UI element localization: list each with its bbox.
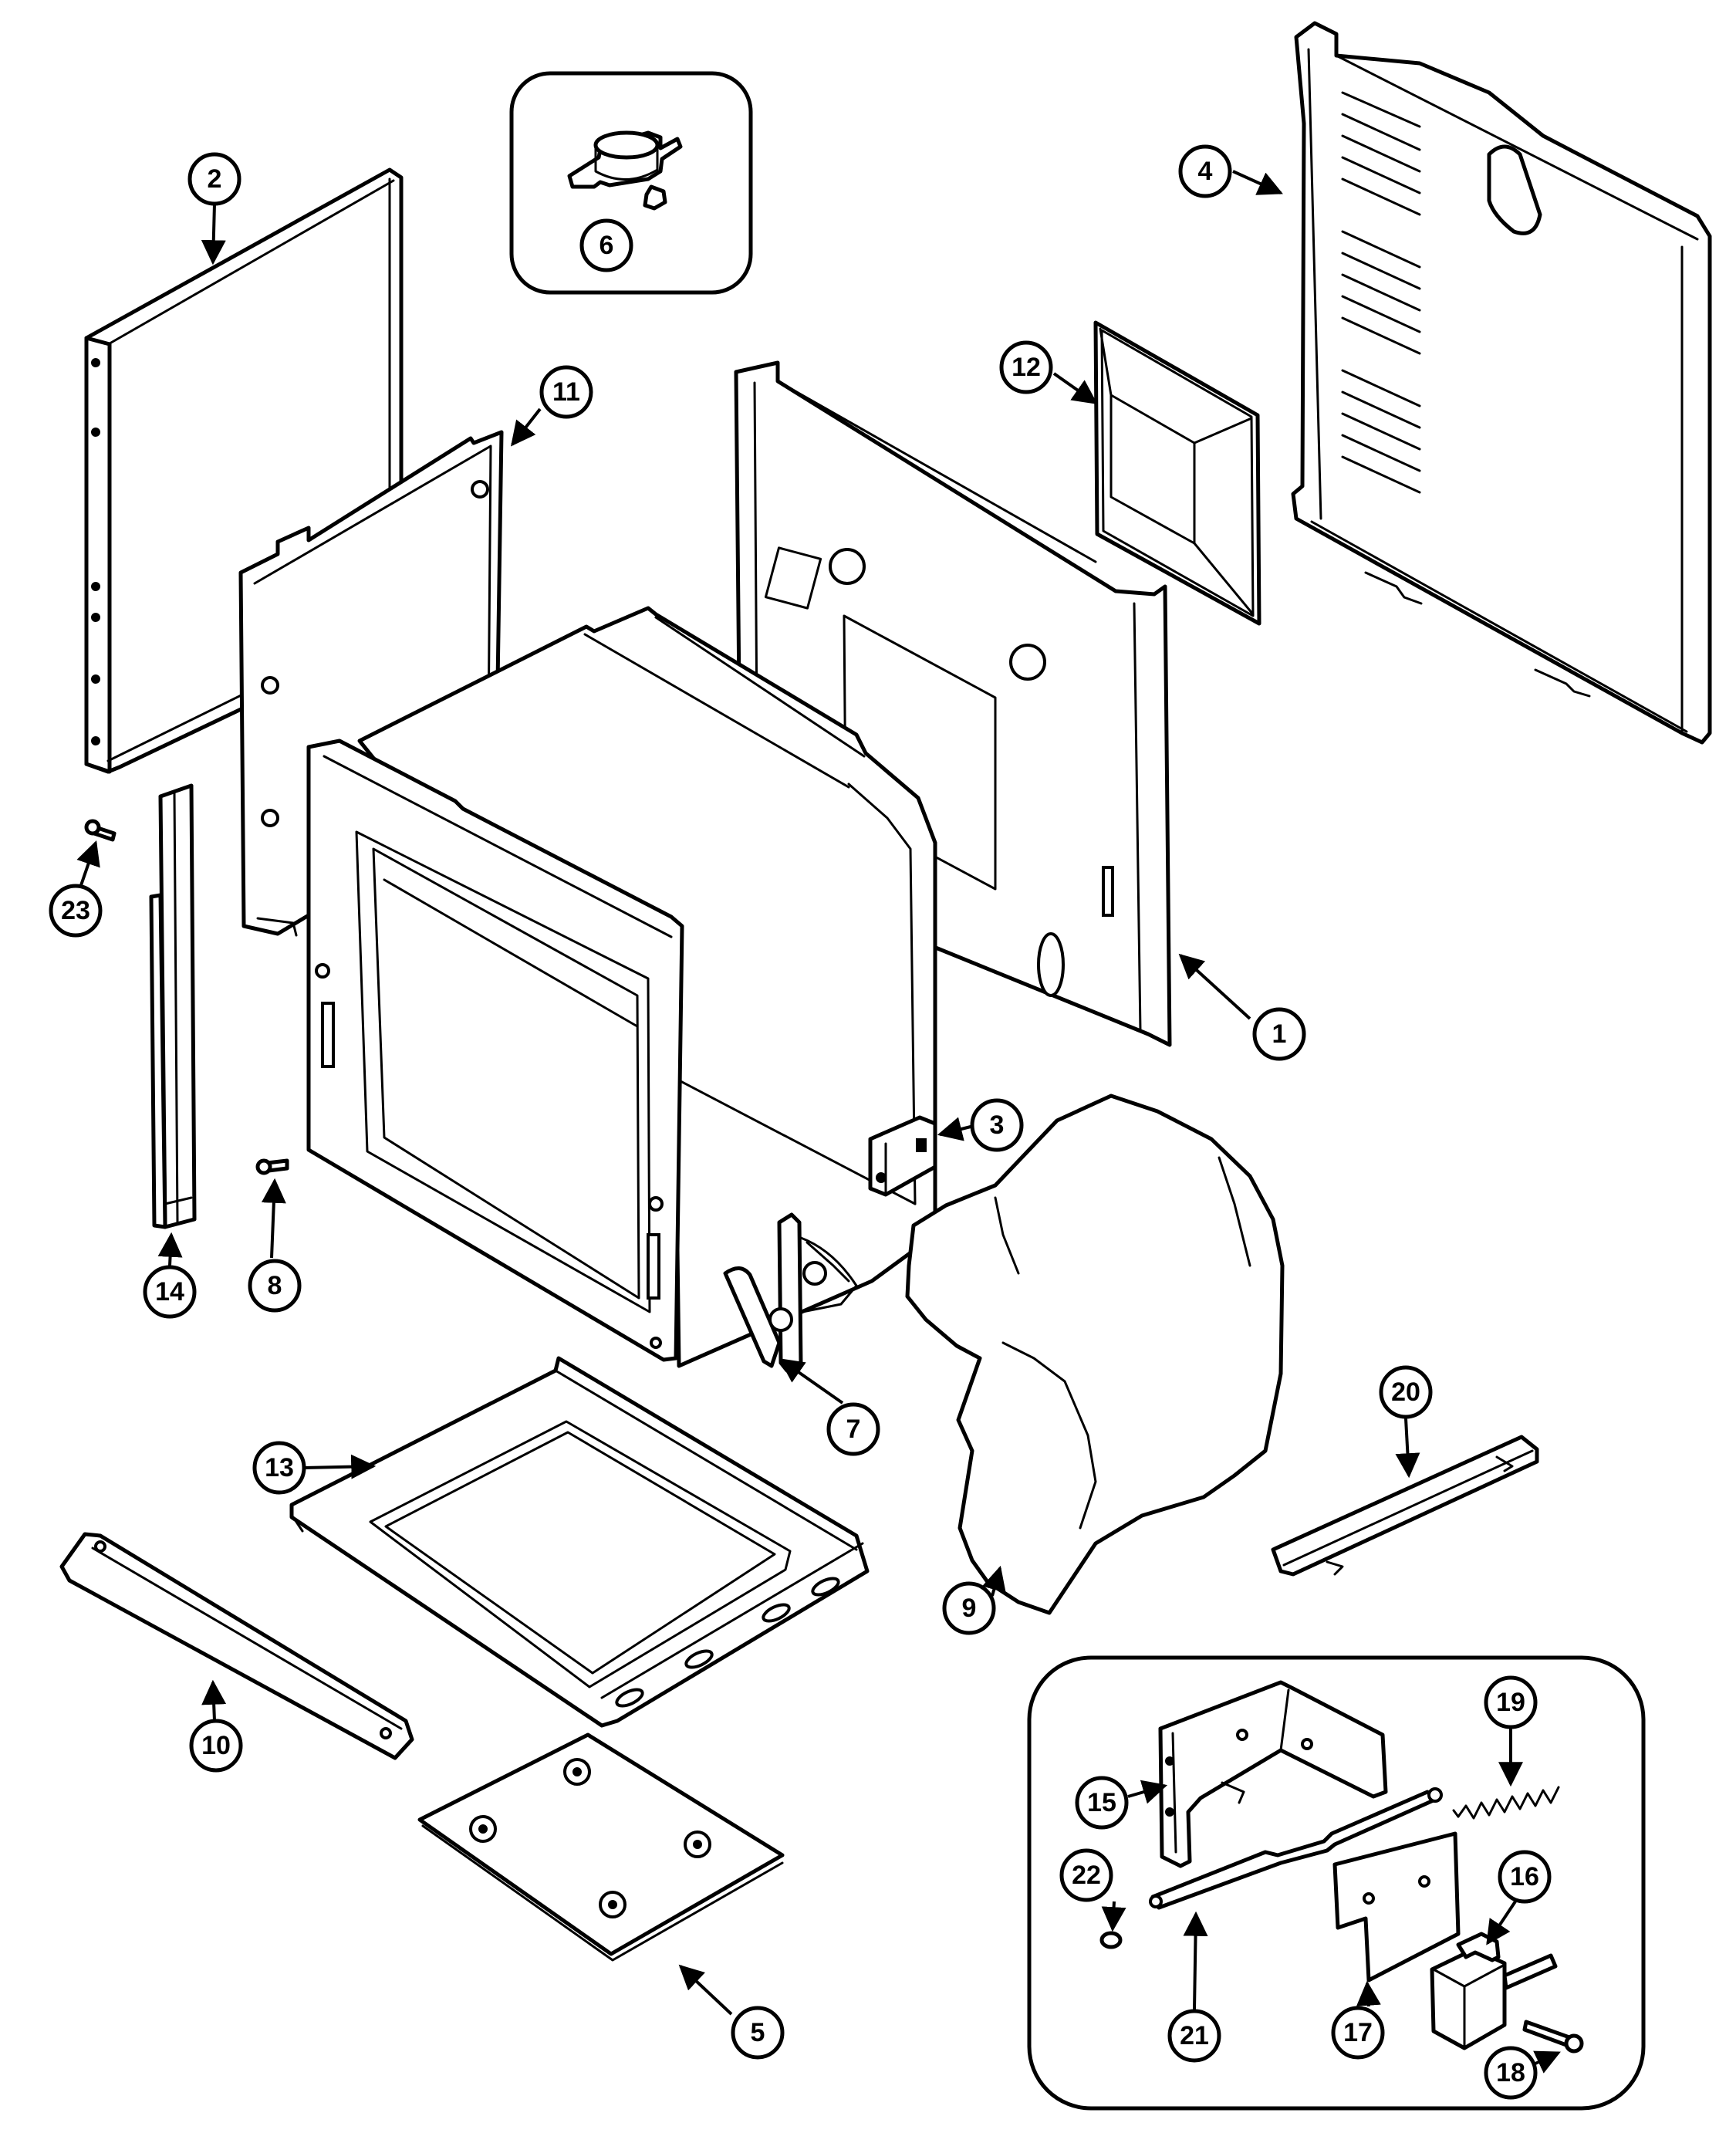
callout-1-label: 1 [1272,1019,1287,1049]
callout-18-label: 18 [1496,2058,1525,2087]
callout-9-label: 9 [962,1594,977,1623]
micro-switch-part [1430,1932,1558,2050]
callout-17: 17 [1331,2006,1385,2060]
insulation-blanket-part [905,1094,1285,1615]
latch-bracket-part [1158,1680,1388,1868]
callout-21: 21 [1167,2009,1221,2063]
callout-20: 20 [1379,1365,1433,1419]
small-bracket-part [868,1115,937,1197]
callout-15: 15 [1075,1776,1129,1830]
callout-1: 1 [1252,1007,1306,1061]
cavity-bottom-part [289,1356,870,1728]
callout-10-label: 10 [201,1731,231,1760]
pin-22-part [1099,1931,1123,1949]
front-rail-part [59,1532,414,1760]
inset-frame-door-latch [1027,1655,1646,2111]
thermostat-part [567,130,683,211]
window-frame-part [1093,320,1261,626]
callout-17-label: 17 [1343,2018,1373,2047]
latch-rod-part [1149,1787,1443,1910]
callout-23-label: 23 [61,896,90,925]
callout-13-label: 13 [265,1453,294,1482]
oven-cavity-part [306,606,937,1368]
callout-12: 12 [999,340,1053,394]
callout-7-label: 7 [846,1415,861,1444]
callout-6: 6 [579,218,633,272]
callout-19-label: 19 [1496,1688,1525,1717]
callout-4: 4 [1178,144,1232,198]
door-hinge-part [723,1212,858,1373]
callout-16-label: 16 [1510,1862,1539,1891]
callout-4-label: 4 [1198,157,1213,186]
callout-12-label: 12 [1012,353,1041,382]
screw-23-part [84,819,117,842]
callout-10: 10 [189,1719,243,1773]
screw-18-part [1522,2020,1584,2054]
screw-8-part [255,1158,289,1175]
callout-3-label: 3 [990,1110,1005,1140]
callout-19: 19 [1484,1675,1538,1729]
rear-cover-part [1291,21,1712,745]
callout-14: 14 [143,1265,197,1319]
callout-11: 11 [539,365,593,419]
callout-3: 3 [970,1098,1024,1152]
side-rail-part [1271,1435,1539,1577]
leader-lines [76,170,1561,2074]
callout-22: 22 [1059,1848,1113,1902]
callout-15-label: 15 [1087,1788,1116,1817]
callout-5-label: 5 [751,2018,765,2047]
callout-18: 18 [1484,2046,1538,2100]
callout-7: 7 [826,1402,880,1456]
inset-frame-thermostat [509,71,753,295]
callout-6-label: 6 [599,231,614,260]
vertical-trim-part [149,783,197,1229]
callout-2-label: 2 [208,164,222,194]
callout-8-label: 8 [268,1271,282,1300]
callout-8: 8 [248,1259,302,1313]
callout-5: 5 [731,2006,785,2060]
callout-22-label: 22 [1072,1861,1101,1890]
callout-16: 16 [1498,1850,1552,1904]
callout-9: 9 [942,1581,996,1635]
callout-14-label: 14 [155,1277,184,1307]
callout-13: 13 [252,1441,306,1495]
callout-21-label: 21 [1180,2021,1209,2050]
spring-part [1452,1786,1560,1820]
callout-2: 2 [187,152,241,206]
callout-23: 23 [49,884,103,938]
latch-plate-part [1332,1831,1461,1983]
callout-11-label: 11 [552,377,580,407]
floor-cover-part [417,1732,785,1962]
callout-20-label: 20 [1391,1377,1420,1407]
